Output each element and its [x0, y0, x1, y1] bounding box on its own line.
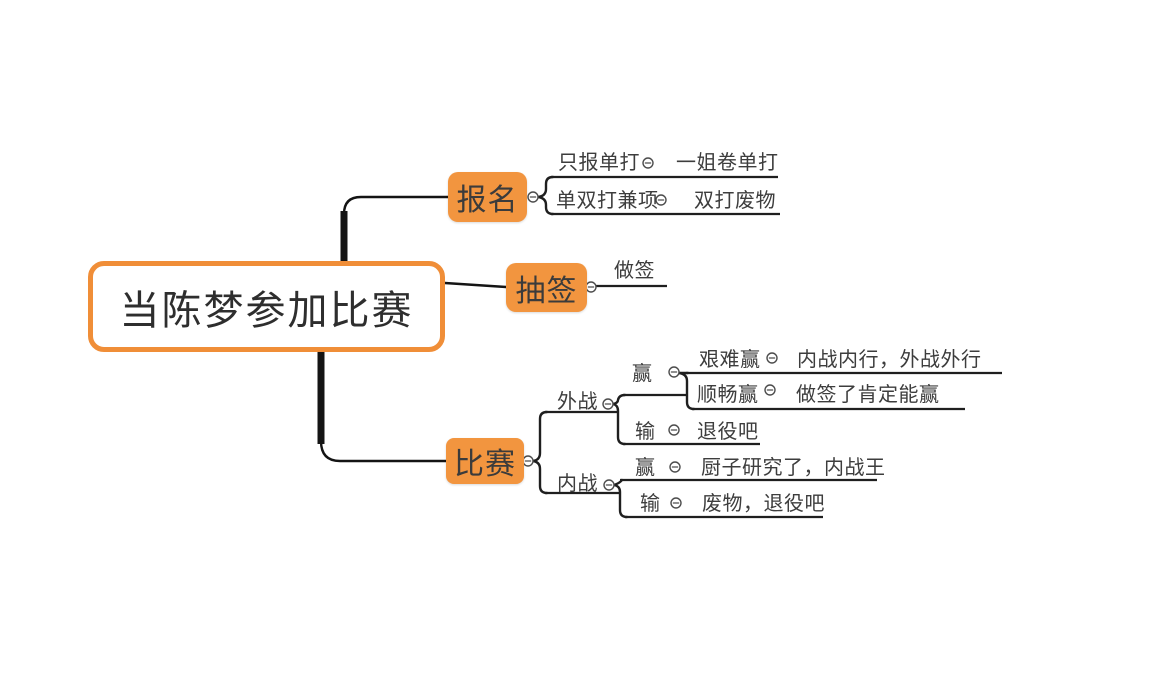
node-external-match[interactable]: 外战	[557, 391, 598, 413]
connector-extwin-bottom	[677, 371, 696, 411]
collapse-button-match[interactable]	[522, 455, 534, 467]
node-internal-win-note[interactable]: 厨子研究了，内战王	[701, 457, 886, 479]
node-hard-win[interactable]: 艰难赢	[699, 349, 761, 371]
collapse-button-singles-only[interactable]	[642, 157, 654, 169]
node-singles-doubles-both[interactable]: 单双打兼项	[556, 190, 659, 212]
node-internal-lose[interactable]: 输	[640, 493, 661, 515]
root-topic[interactable]: 当陈梦参加比赛	[88, 261, 445, 352]
collapse-button-registration[interactable]	[527, 191, 539, 203]
root-topic-label: 当陈梦参加比赛	[119, 288, 414, 333]
collapse-button-draw[interactable]	[585, 281, 597, 293]
topic-match[interactable]: 比赛	[446, 438, 524, 484]
node-external-lose-note[interactable]: 退役吧	[697, 421, 759, 443]
connector-external-bottom	[611, 402, 627, 446]
node-singles-only-note[interactable]: 一姐卷单打	[676, 152, 779, 174]
node-singles-doubles-both-note[interactable]: 双打废物	[694, 190, 776, 212]
node-singles-only[interactable]: 只报单打	[558, 152, 640, 174]
node-hard-win-note[interactable]: 内战内行，外战外行	[797, 349, 982, 371]
node-make-draw[interactable]: 做签	[614, 260, 655, 282]
topic-registration[interactable]: 报名	[448, 172, 527, 222]
topic-registration-label: 报名	[456, 184, 519, 217]
connector-internal-bottom	[612, 483, 629, 519]
connector-registration-bottom	[536, 195, 555, 216]
connector-match-bottom	[531, 459, 549, 495]
collapse-button-external-lose[interactable]	[668, 424, 680, 436]
connector-root-match	[319, 439, 448, 463]
collapse-button-internal-lose[interactable]	[670, 497, 682, 509]
connector-root-draw	[443, 281, 508, 289]
collapse-button-singles-doubles-both[interactable]	[655, 194, 667, 206]
node-internal-win[interactable]: 赢	[635, 457, 656, 479]
node-external-lose[interactable]: 输	[635, 421, 656, 443]
collapse-button-internal-win[interactable]	[669, 461, 681, 473]
collapse-button-hard-win[interactable]	[766, 352, 778, 364]
collapse-button-external-win[interactable]	[668, 366, 680, 378]
collapse-button-internal-match[interactable]	[603, 479, 615, 491]
node-external-win[interactable]: 赢	[632, 363, 653, 385]
collapse-button-external-match[interactable]	[602, 398, 614, 410]
topic-match-label: 比赛	[454, 448, 516, 481]
connector-external-top	[611, 393, 627, 406]
topic-draw-label: 抽签	[515, 274, 578, 308]
connector-root-registration	[342, 195, 450, 216]
topic-draw[interactable]: 抽签	[506, 263, 587, 312]
node-smooth-win-note[interactable]: 做签了肯定能赢	[796, 384, 940, 406]
connector-match-top	[531, 410, 549, 463]
collapse-button-smooth-win[interactable]	[764, 384, 776, 396]
node-internal-lose-note[interactable]: 废物，退役吧	[702, 493, 825, 515]
node-smooth-win[interactable]: 顺畅赢	[697, 384, 759, 406]
connector-registration-top	[536, 175, 555, 199]
node-internal-match[interactable]: 内战	[557, 473, 598, 495]
